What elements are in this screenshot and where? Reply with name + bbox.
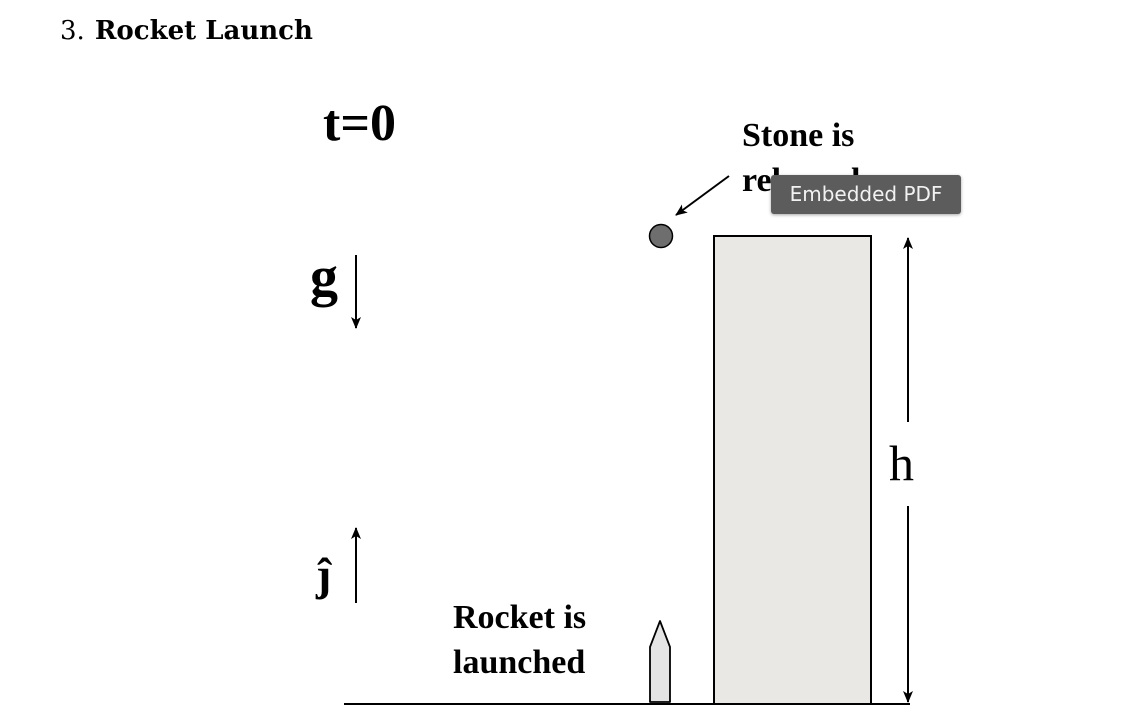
- embedded-pdf-tooltip: Embedded PDF: [771, 175, 961, 214]
- height-label: h: [889, 435, 914, 491]
- section-number: 3.: [60, 16, 85, 46]
- rocket-label-line2: launched: [453, 644, 585, 681]
- gravity-label: g: [310, 246, 338, 308]
- section-heading: 3. Rocket Launch: [60, 16, 313, 46]
- rocket-label-line1: Rocket is: [453, 599, 586, 636]
- stone-label-line1: Stone is: [742, 117, 854, 154]
- rocket-icon: [649, 620, 671, 703]
- unit-vector-label: ĵ: [315, 549, 332, 600]
- building: [713, 235, 872, 705]
- stone-pointer-arrow-icon: [675, 175, 730, 216]
- time-label: t=0: [323, 95, 396, 152]
- section-title: Rocket Launch: [94, 16, 313, 46]
- stone-icon: [648, 223, 674, 249]
